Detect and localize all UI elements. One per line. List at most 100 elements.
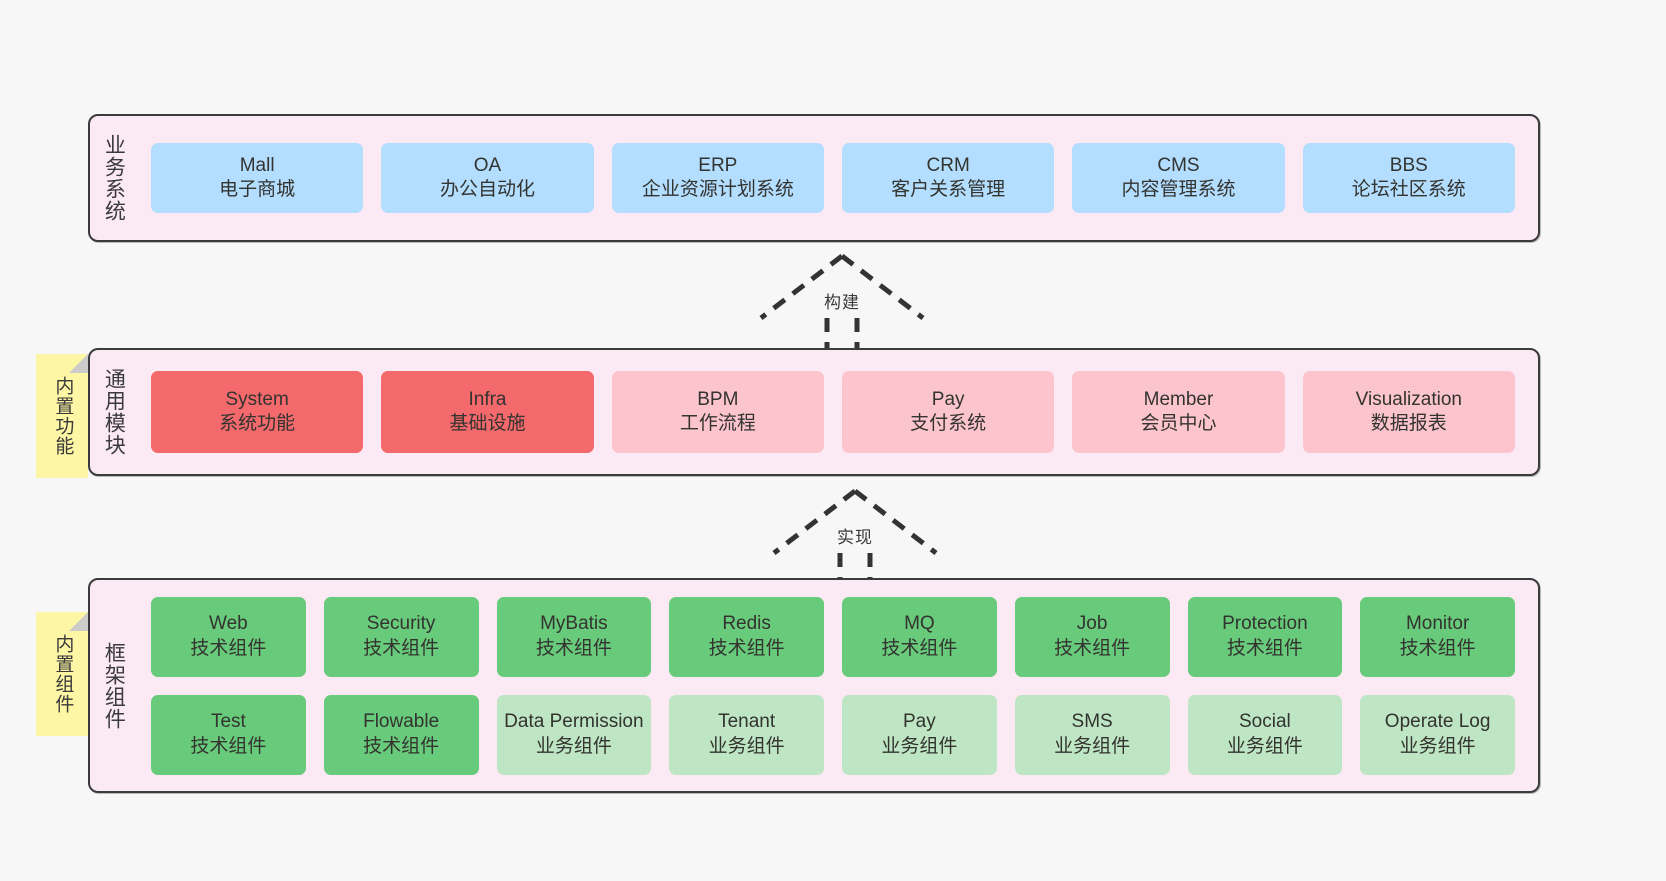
card-title-cn: 业务组件 bbox=[1399, 735, 1476, 757]
framework-card-row-tech: Web 技术组件 Security 技术组件 MyBatis 技术组件 Redi… bbox=[142, 596, 1524, 677]
card-title-cn: 业务组件 bbox=[535, 735, 612, 757]
card-bpm[interactable]: BPM 工作流程 bbox=[611, 371, 824, 453]
card-visualization[interactable]: Visualization 数据报表 bbox=[1302, 371, 1515, 453]
card-title-en: CRM bbox=[926, 154, 970, 176]
card-title-en: Redis bbox=[722, 613, 771, 635]
card-web[interactable]: Web 技术组件 bbox=[151, 596, 306, 677]
card-title-cn: 技术组件 bbox=[708, 637, 785, 659]
card-pay-business[interactable]: Pay 业务组件 bbox=[842, 694, 997, 775]
card-title-cn: 内容管理系统 bbox=[1121, 179, 1236, 200]
card-title-cn: 客户关系管理 bbox=[891, 179, 1006, 200]
card-member[interactable]: Member 会员中心 bbox=[1072, 371, 1285, 453]
note-builtin-component: 内置组件 bbox=[36, 612, 88, 736]
connector-implement: 实现 bbox=[770, 487, 940, 592]
card-title-en: Infra bbox=[468, 388, 507, 410]
card-title-en: OA bbox=[473, 154, 502, 176]
card-erp[interactable]: ERP 企业资源计划系统 bbox=[611, 143, 824, 213]
note-builtin-function: 内置功能 bbox=[36, 354, 88, 478]
layer-business-system: 业务系统 Mall 电子商城 OA 办公自动化 ERP 企业资源计划系统 CRM… bbox=[88, 114, 1540, 242]
note-builtin-function-label: 内置功能 bbox=[52, 376, 74, 456]
layer-common-module-title: 通用模块 bbox=[102, 368, 126, 456]
layer-business-system-title: 业务系统 bbox=[102, 134, 126, 222]
card-social[interactable]: Social 业务组件 bbox=[1187, 694, 1343, 775]
card-title-en: Test bbox=[210, 711, 246, 733]
common-card-row: System 系统功能 Infra 基础设施 BPM 工作流程 Pay 支付系统… bbox=[142, 371, 1524, 453]
card-mall[interactable]: Mall 电子商城 bbox=[151, 143, 364, 213]
card-redis[interactable]: Redis 技术组件 bbox=[669, 596, 824, 677]
layer-framework-component: 框架组件 Web 技术组件 Security 技术组件 MyBatis 技术组件… bbox=[88, 578, 1540, 793]
card-title-en: Protection bbox=[1222, 613, 1308, 635]
dashed-open-arrow-up-icon bbox=[772, 489, 938, 591]
layer-business-system-body: Mall 电子商城 OA 办公自动化 ERP 企业资源计划系统 CRM 客户关系… bbox=[136, 116, 1538, 240]
card-title-cn: 基础设施 bbox=[449, 413, 526, 434]
card-title-cn: 办公自动化 bbox=[439, 179, 535, 200]
card-title-en: Social bbox=[1239, 711, 1291, 733]
card-title-en: SMS bbox=[1071, 711, 1113, 733]
card-oa[interactable]: OA 办公自动化 bbox=[381, 143, 594, 213]
note-builtin-component-label: 内置组件 bbox=[52, 634, 74, 714]
card-tenant[interactable]: Tenant 业务组件 bbox=[669, 694, 824, 775]
card-title-en: Job bbox=[1076, 613, 1108, 635]
card-flowable[interactable]: Flowable 技术组件 bbox=[323, 694, 479, 775]
card-operate-log[interactable]: Operate Log 业务组件 bbox=[1360, 694, 1515, 775]
card-title-cn: 业务组件 bbox=[1226, 735, 1303, 757]
layer-framework-component-body: Web 技术组件 Security 技术组件 MyBatis 技术组件 Redi… bbox=[136, 580, 1538, 791]
card-title-en: Monitor bbox=[1405, 613, 1470, 635]
card-title-cn: 技术组件 bbox=[190, 637, 267, 659]
layer-framework-component-title: 框架组件 bbox=[102, 641, 126, 730]
dashed-open-arrow-up-icon bbox=[759, 254, 925, 356]
card-mq[interactable]: MQ 技术组件 bbox=[842, 596, 997, 677]
card-title-cn: 技术组件 bbox=[190, 735, 267, 757]
card-title-cn: 技术组件 bbox=[1226, 637, 1303, 659]
card-title-cn: 系统功能 bbox=[219, 413, 296, 434]
card-bbs[interactable]: BBS 论坛社区系统 bbox=[1302, 143, 1515, 213]
card-job[interactable]: Job 技术组件 bbox=[1014, 596, 1170, 677]
card-title-en: BBS bbox=[1389, 154, 1428, 176]
card-title-cn: 技术组件 bbox=[1399, 637, 1476, 659]
framework-card-row-business: Test 技术组件 Flowable 技术组件 Data Permission … bbox=[142, 694, 1524, 775]
card-title-cn: 工作流程 bbox=[679, 413, 756, 434]
business-card-row: Mall 电子商城 OA 办公自动化 ERP 企业资源计划系统 CRM 客户关系… bbox=[142, 143, 1524, 213]
card-title-cn: 技术组件 bbox=[1054, 637, 1131, 659]
card-monitor[interactable]: Monitor 技术组件 bbox=[1360, 596, 1515, 677]
card-system[interactable]: System 系统功能 bbox=[151, 371, 364, 453]
card-title-en: Data Permission bbox=[504, 711, 644, 733]
card-title-cn: 业务组件 bbox=[708, 735, 785, 757]
card-title-en: Visualization bbox=[1355, 388, 1462, 410]
card-title-cn: 技术组件 bbox=[363, 735, 440, 757]
card-title-cn: 电子商城 bbox=[219, 179, 296, 200]
card-title-cn: 会员中心 bbox=[1140, 413, 1217, 434]
card-mybatis[interactable]: MyBatis 技术组件 bbox=[496, 596, 652, 677]
card-test[interactable]: Test 技术组件 bbox=[151, 694, 306, 775]
connector-build: 构建 bbox=[757, 252, 927, 357]
card-title-en: BPM bbox=[697, 388, 739, 410]
card-title-en: ERP bbox=[698, 154, 738, 176]
card-title-en: Tenant bbox=[718, 711, 776, 733]
card-title-cn: 数据报表 bbox=[1370, 413, 1447, 434]
card-title-en: Member bbox=[1143, 388, 1214, 410]
connector-build-label: 构建 bbox=[824, 293, 860, 312]
card-pay[interactable]: Pay 支付系统 bbox=[841, 371, 1055, 453]
card-title-cn: 支付系统 bbox=[910, 413, 987, 434]
card-title-en: Flowable bbox=[363, 711, 440, 733]
card-title-cn: 业务组件 bbox=[881, 735, 958, 757]
connector-implement-label: 实现 bbox=[837, 528, 873, 547]
card-title-cn: 企业资源计划系统 bbox=[641, 179, 794, 200]
card-title-en: MQ bbox=[904, 613, 935, 635]
card-cms[interactable]: CMS 内容管理系统 bbox=[1072, 143, 1285, 213]
card-security[interactable]: Security 技术组件 bbox=[323, 596, 479, 677]
card-title-en: CMS bbox=[1157, 154, 1200, 176]
card-data-permission[interactable]: Data Permission 业务组件 bbox=[496, 694, 652, 775]
card-protection[interactable]: Protection 技术组件 bbox=[1187, 596, 1343, 677]
card-title-en: Security bbox=[366, 613, 436, 635]
card-title-en: Web bbox=[209, 613, 248, 635]
card-title-cn: 技术组件 bbox=[881, 637, 958, 659]
card-title-en: Operate Log bbox=[1384, 711, 1491, 733]
card-title-en: Pay bbox=[931, 388, 965, 410]
card-sms[interactable]: SMS 业务组件 bbox=[1014, 694, 1170, 775]
card-title-en: MyBatis bbox=[540, 613, 608, 635]
card-crm[interactable]: CRM 客户关系管理 bbox=[841, 143, 1055, 213]
card-infra[interactable]: Infra 基础设施 bbox=[381, 371, 594, 453]
card-title-en: Mall bbox=[239, 154, 275, 176]
